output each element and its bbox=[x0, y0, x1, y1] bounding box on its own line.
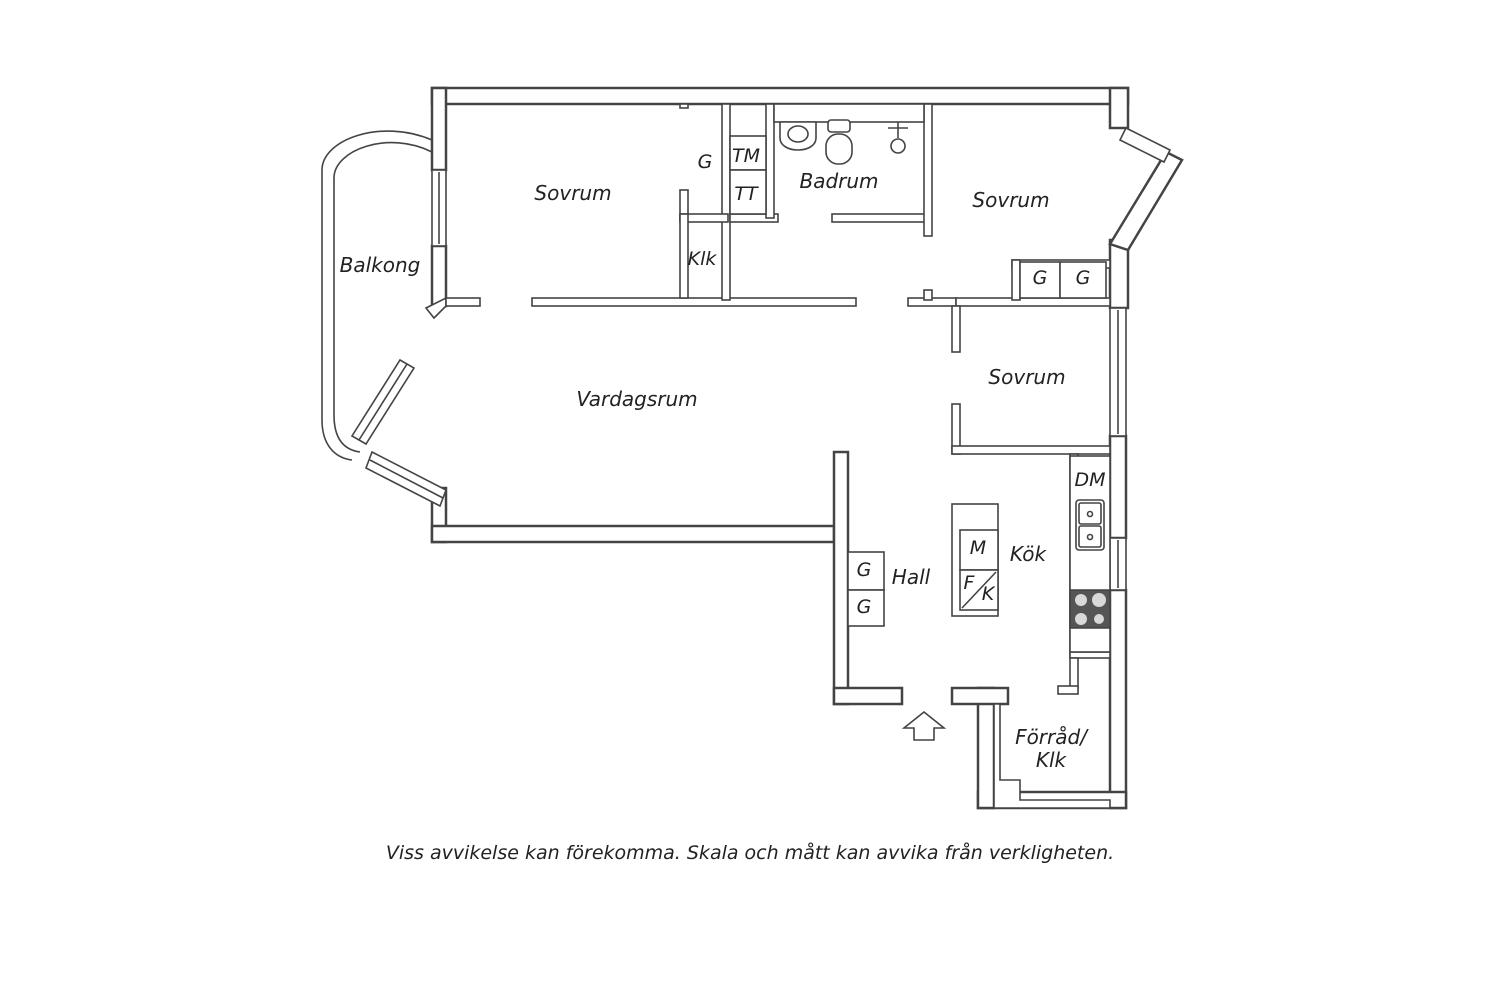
room-label-badrum: Badrum bbox=[799, 169, 878, 193]
entrance-arrow-icon bbox=[901, 710, 947, 741]
label-tt: TT bbox=[734, 183, 759, 205]
disclaimer-text: Viss avvikelse kan förekomma. Skala och … bbox=[385, 842, 1115, 864]
label-klk: Klk bbox=[688, 248, 718, 270]
kitchen-island bbox=[951, 503, 999, 617]
label-g-closet-3: G bbox=[1076, 267, 1091, 289]
kitchen-sink-icon bbox=[1075, 499, 1105, 551]
label-g-hall-2: G bbox=[857, 596, 872, 618]
angled-wall-right bbox=[1108, 150, 1184, 252]
label-tm: TM bbox=[732, 145, 760, 167]
label-k: K bbox=[982, 583, 996, 605]
windows bbox=[350, 126, 1172, 591]
toilet-bowl-icon bbox=[825, 133, 853, 165]
closets bbox=[847, 261, 1107, 627]
interior-walls bbox=[445, 103, 1111, 809]
kitchen-counter bbox=[1069, 455, 1111, 653]
toilet-tank-icon bbox=[827, 119, 851, 133]
room-label-forrad-line2: Klk bbox=[1036, 748, 1068, 772]
balcony-inner-outline bbox=[333, 141, 433, 453]
label-dm: DM bbox=[1074, 469, 1105, 491]
fridge-freezer-divider bbox=[961, 571, 997, 609]
room-label-kok: Kök bbox=[1010, 542, 1048, 566]
room-label-sovrum-2: Sovrum bbox=[972, 188, 1049, 212]
balcony-outline bbox=[321, 130, 433, 461]
sink-icon bbox=[779, 121, 817, 151]
label-f: F bbox=[964, 572, 976, 594]
label-g-hall-1: G bbox=[857, 559, 872, 581]
room-label-sovrum-1: Sovrum bbox=[534, 181, 611, 205]
label-g-closet-1: G bbox=[698, 151, 713, 173]
label-m: M bbox=[970, 537, 986, 559]
room-label-balkong: Balkong bbox=[340, 253, 421, 277]
room-label-forrad-line1: Förråd/ bbox=[1015, 725, 1089, 749]
room-label-hall: Hall bbox=[892, 565, 931, 589]
label-g-closet-2: G bbox=[1033, 267, 1048, 289]
room-label-sovrum-3: Sovrum bbox=[988, 365, 1065, 389]
room-label-vardagsrum: Vardagsrum bbox=[576, 387, 697, 411]
bathroom-fixtures bbox=[729, 103, 925, 215]
